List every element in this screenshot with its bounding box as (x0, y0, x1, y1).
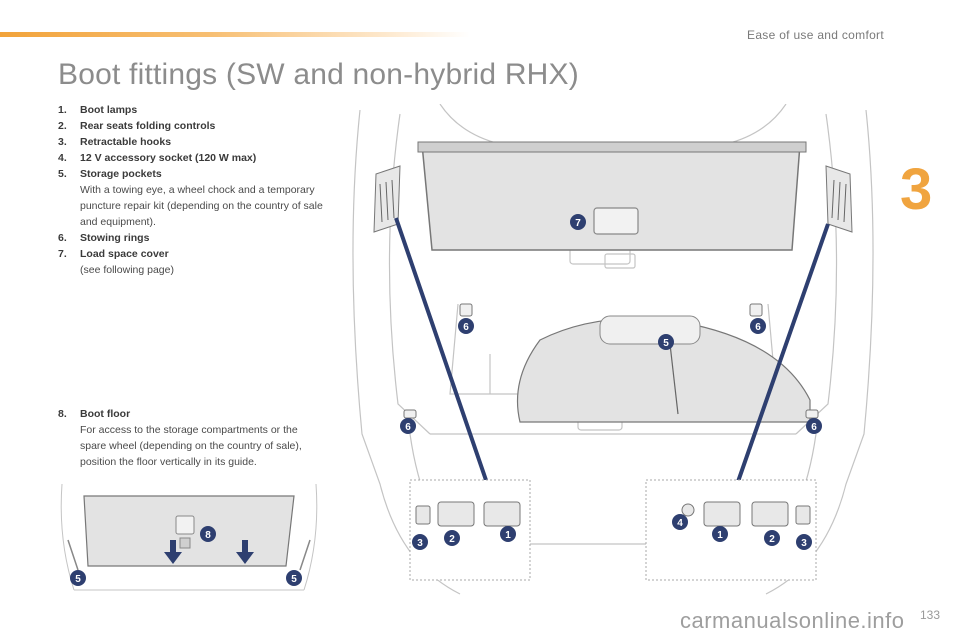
callout-label: 5 (75, 574, 81, 585)
feature-list: 1. Boot lamps 2. Rear seats folding contro… (58, 102, 328, 278)
callout-8: 8 (200, 526, 216, 542)
callout-1: 1 (500, 526, 516, 542)
item-description: (see following page) (80, 264, 174, 276)
item-number: 8. (58, 408, 67, 420)
callout-label: 6 (811, 422, 817, 433)
callout-7: 7 (570, 214, 586, 230)
callout-label: 1 (717, 530, 723, 541)
chapter-number: 3 (900, 157, 933, 222)
item-number: 2. (58, 120, 67, 132)
item-label: Rear seats folding controls (80, 120, 216, 132)
item-label: Boot lamps (80, 104, 138, 116)
item-label: Storage pockets (80, 168, 162, 180)
header-accent-bar (0, 32, 470, 37)
callout-label: 6 (463, 322, 469, 333)
item-label: Retractable hooks (80, 136, 172, 148)
callout-label: 4 (677, 518, 683, 529)
item-label: Boot floor (80, 408, 131, 420)
item-number: 3. (58, 136, 67, 148)
item-label: 12 V accessory socket (120 W max) (80, 152, 257, 164)
list-item: 2. Rear seats folding controls (58, 118, 328, 134)
list-item: 6. Stowing rings (58, 230, 328, 246)
callout-1: 1 (712, 526, 728, 542)
item-number: 5. (58, 168, 67, 180)
callout-label: 8 (205, 530, 211, 541)
callout-label: 3 (417, 538, 423, 549)
callout-6-front-left: 6 (400, 418, 416, 434)
callout-label: 2 (769, 534, 775, 545)
callout-label: 7 (575, 218, 581, 229)
list-item: 7. Load space cover (see following page) (58, 246, 328, 278)
item-label: Load space cover (80, 248, 169, 260)
callout-6-front-right: 6 (806, 418, 822, 434)
callout-label: 3 (801, 538, 807, 549)
callout-label: 5 (291, 574, 297, 585)
callout-label: 2 (449, 534, 455, 545)
boot-interior-illustration: 7 6 6 6 6 5 (340, 104, 886, 604)
callout-label: 5 (663, 338, 669, 349)
callout-3: 3 (796, 534, 812, 550)
callout-label: 6 (405, 422, 411, 433)
callout-5: 5 (658, 334, 674, 350)
watermark: carmanualsonline.info (680, 608, 905, 633)
right-control-panel: 4 1 2 3 (672, 501, 812, 550)
page-title: Boot fittings (SW and non-hybrid RHX) (58, 58, 579, 91)
boot-floor-illustration: 8 5 5 (58, 480, 320, 598)
item-number: 1. (58, 104, 67, 116)
item-number: 4. (58, 152, 67, 164)
callout-label: 6 (755, 322, 761, 333)
list-item: 4. 12 V accessory socket (120 W max) (58, 150, 328, 166)
item-description: With a towing eye, a wheel chock and a t… (80, 184, 323, 228)
callout-3: 3 (412, 534, 428, 550)
section-title: Ease of use and comfort (747, 28, 884, 42)
callout-5-left: 5 (70, 570, 86, 586)
item-number: 7. (58, 248, 67, 260)
callout-4: 4 (672, 514, 688, 530)
page-number: 133 (919, 608, 940, 622)
callout-2: 2 (444, 530, 460, 546)
callout-6-rear-left: 6 (458, 318, 474, 334)
left-control-panel: 3 2 1 (412, 501, 521, 550)
item-number: 6. (58, 232, 67, 244)
callout-label: 1 (505, 530, 511, 541)
list-item: 1. Boot lamps (58, 102, 328, 118)
list-item: 3. Retractable hooks (58, 134, 328, 150)
callout-6-rear-right: 6 (750, 318, 766, 334)
callout-5-right: 5 (286, 570, 302, 586)
callout-2: 2 (764, 530, 780, 546)
item-description: For access to the storage compartments o… (80, 424, 302, 468)
item-label: Stowing rings (80, 232, 150, 244)
